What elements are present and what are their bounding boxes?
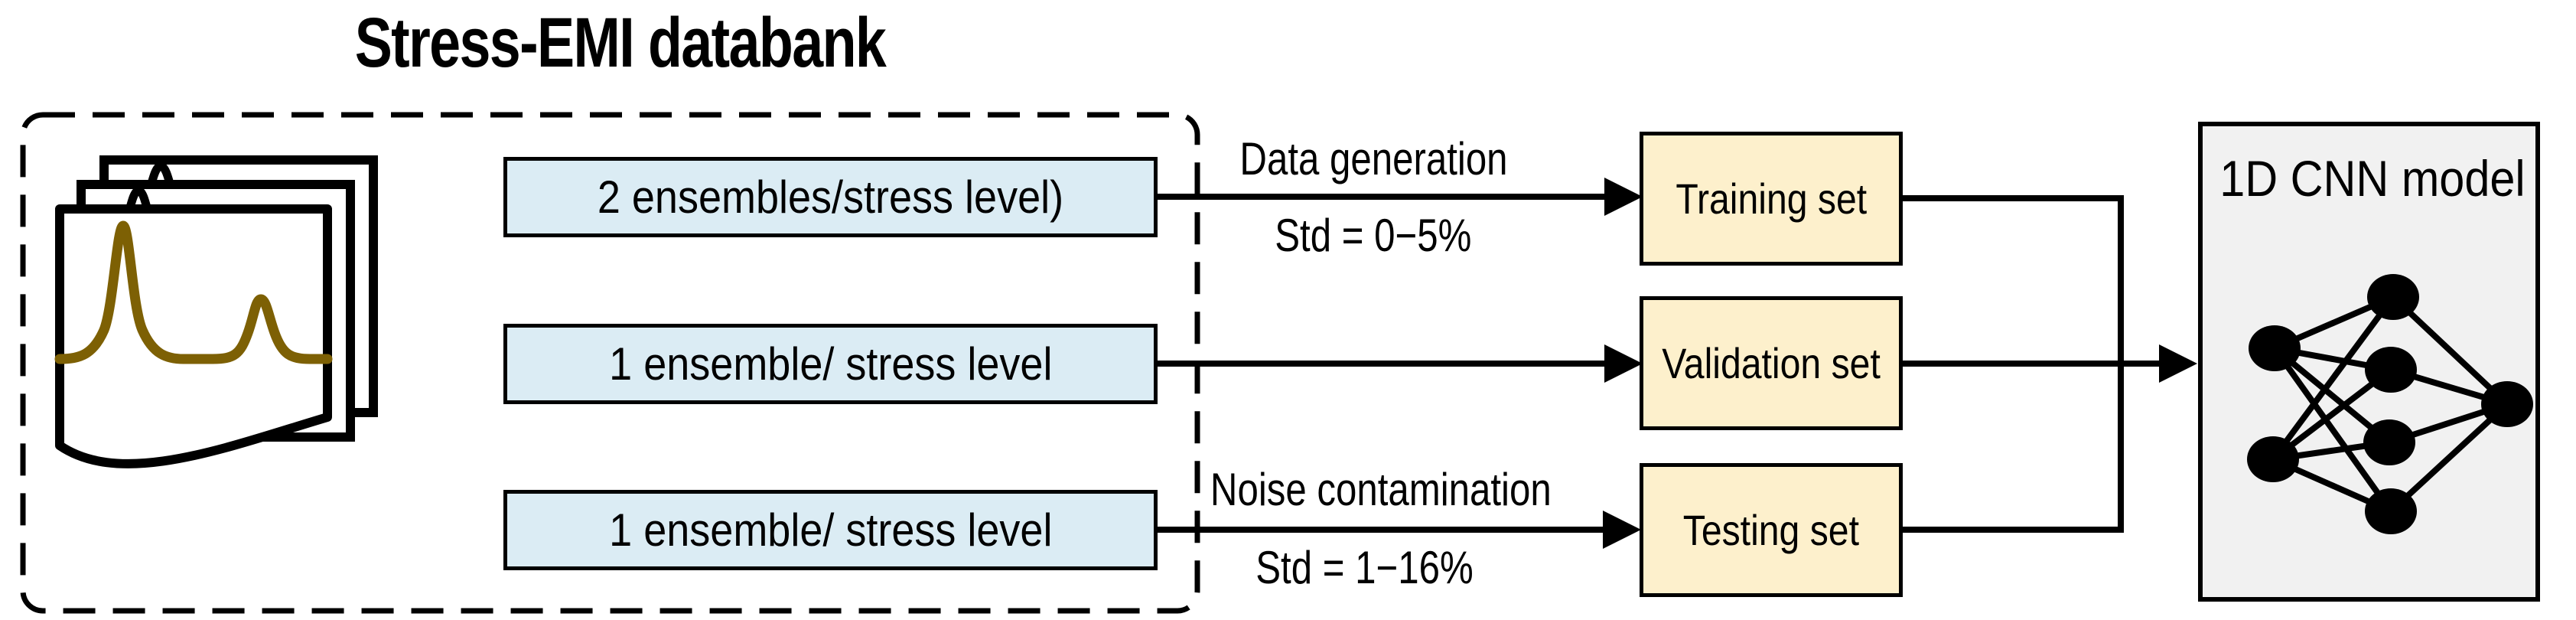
flow-label-std-1-16: Std = 1−16% <box>1173 543 1555 592</box>
dataset-box-label: Validation set <box>1662 339 1881 387</box>
front-sheet <box>55 204 332 468</box>
databank-item-training-ensembles: 2 ensembles/stress level) <box>503 157 1158 237</box>
flow-label-text: Std = 1−16% <box>1255 542 1474 593</box>
emi-signatures-icon <box>54 155 378 468</box>
dataset-box-label: Testing set <box>1682 506 1860 554</box>
cnn-model-title: 1D CNN model <box>2203 149 2535 207</box>
flow-label-text: Data generation <box>1239 133 1508 184</box>
back-sheet <box>99 155 378 417</box>
arrowhead-validation <box>1604 344 1643 383</box>
connector-testing <box>1903 361 2124 533</box>
flow-label-data-generation: Data generation <box>1182 135 1565 184</box>
flow-label-std-0-5: Std = 0−5% <box>1182 211 1565 260</box>
databank-title-text: Stress-EMI databank <box>354 4 886 82</box>
back-sheet-peak <box>138 162 184 207</box>
training-set-box: Training set <box>1640 132 1903 266</box>
databank-item-label: 2 ensembles/stress level) <box>597 171 1064 223</box>
dataset-to-model-connectors <box>1903 195 2162 533</box>
testing-set-box: Testing set <box>1640 463 1903 597</box>
middle-sheet <box>77 180 355 442</box>
databank-item-label: 1 ensemble/ stress level <box>608 504 1053 556</box>
cnn-model-box: 1D CNN model <box>2198 122 2540 602</box>
cnn-model-title-text: 1D CNN model <box>2219 150 2526 207</box>
flow-label-text: Std = 0−5% <box>1275 210 1472 261</box>
dataset-box-label: Training set <box>1676 175 1867 223</box>
databank-item-label: 1 ensemble/ stress level <box>608 338 1053 390</box>
flow-label-noise-contamination: Noise contamination <box>1173 465 1555 514</box>
arrowhead-training <box>1604 178 1643 216</box>
arrowhead-testing <box>1603 511 1641 549</box>
flow-label-text: Noise contamination <box>1210 464 1552 515</box>
connector-training <box>1903 195 2124 367</box>
databank-item-validation-ensemble: 1 ensemble/ stress level <box>503 324 1158 404</box>
databank-item-testing-ensemble: 1 ensemble/ stress level <box>503 490 1158 570</box>
validation-set-box: Validation set <box>1640 296 1903 430</box>
arrowhead-model <box>2159 344 2197 383</box>
emi-signal-curve <box>54 220 333 364</box>
middle-sheet-peak <box>116 186 161 232</box>
databank-title: Stress-EMI databank <box>237 3 1002 83</box>
